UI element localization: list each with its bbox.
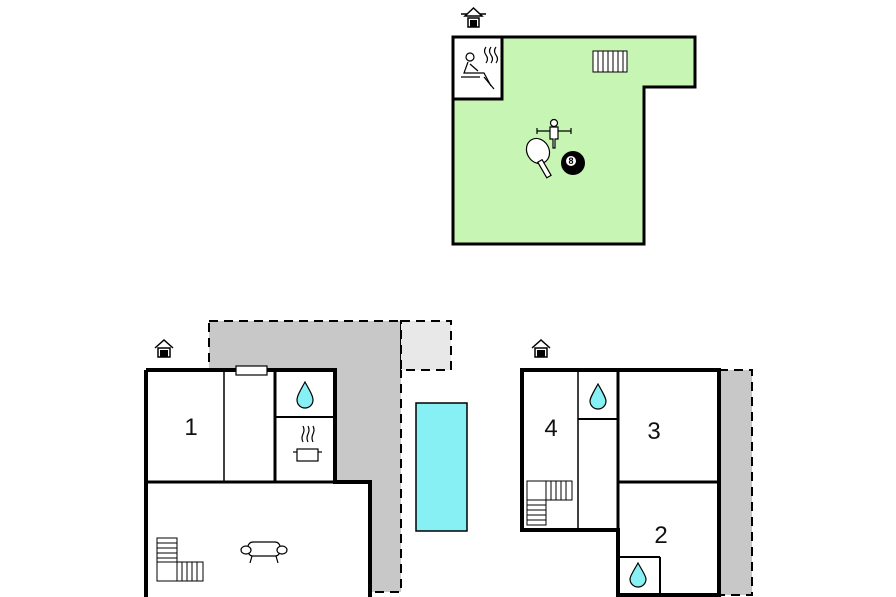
cooking-pot-icon <box>293 425 322 462</box>
terrace-left <box>208 320 452 593</box>
ground-floor-right-building <box>520 368 721 597</box>
terrace-right <box>718 369 753 596</box>
level-indicator-ground-left <box>154 338 174 358</box>
level-indicator-ground-right <box>531 338 551 358</box>
stairs-icon <box>156 537 204 582</box>
sofa-icon <box>240 541 288 564</box>
sauna-room <box>451 35 504 101</box>
ground-floor-left-building <box>144 368 372 597</box>
stairs-icon <box>526 480 573 526</box>
billiard-ball-number: 8 <box>568 156 573 166</box>
table-football-icon <box>536 118 572 149</box>
water-drop-icon <box>296 380 314 409</box>
billiard-ball-icon: 8 <box>561 151 585 175</box>
room-3-label: 3 <box>647 418 660 445</box>
recreation-room <box>451 35 697 246</box>
level-indicator-basement <box>461 6 486 28</box>
water-drop-icon <box>629 561 647 588</box>
room-4-label: 4 <box>544 415 557 442</box>
window <box>235 365 268 376</box>
water-drop-icon <box>589 382 607 410</box>
sauna-icon <box>461 46 499 90</box>
room-2-label: 2 <box>654 522 667 549</box>
swimming-pool <box>415 402 468 532</box>
table-tennis-icon <box>525 137 552 179</box>
room-1-label: 1 <box>184 414 197 441</box>
stairs-icon <box>592 50 628 73</box>
